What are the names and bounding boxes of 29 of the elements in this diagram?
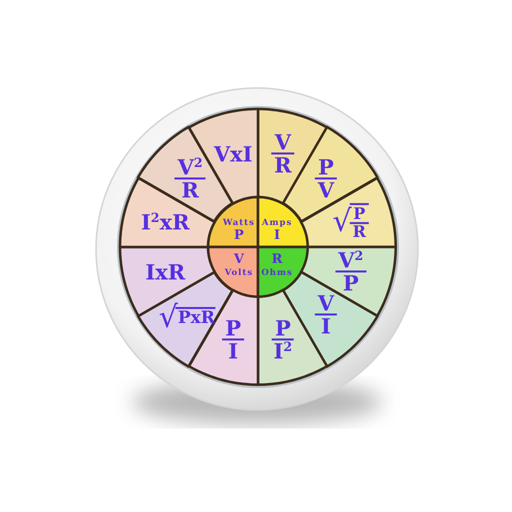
quantity-symbol: P <box>234 228 244 244</box>
unit-name: Amps <box>262 218 292 228</box>
radical-sign: √ <box>332 207 352 238</box>
denominator-text: R <box>180 180 200 202</box>
numerator-text: P <box>222 317 244 340</box>
quantity-symbol: I <box>274 228 280 244</box>
unit-name: Volts <box>224 268 254 278</box>
denominator-text: R <box>273 154 293 177</box>
numerator-text: V$^{2}$ <box>335 249 366 272</box>
numerator-text: V <box>272 132 294 155</box>
formula-text: I$^{2}$xR <box>140 212 190 233</box>
numerator-text: V <box>314 292 338 316</box>
numerator-text: P <box>314 156 337 180</box>
formula-text: IxR <box>145 261 186 282</box>
radical-sign: √ <box>158 302 178 333</box>
formula-text: VxI <box>214 144 252 165</box>
numerator-text: P <box>272 317 294 340</box>
quantity-symbol: V <box>234 252 244 268</box>
denominator-text: V <box>316 180 336 202</box>
denominator-text: I <box>320 315 332 338</box>
unit-name: Watts <box>222 218 255 228</box>
denominator-text: R <box>352 224 367 242</box>
denominator-text: I$^{2}$ <box>272 340 294 362</box>
unit-name: Ohms <box>261 268 293 278</box>
denominator-text: P <box>342 272 360 294</box>
numerator-text: P <box>350 206 368 224</box>
formula-text: PxR <box>176 307 216 328</box>
denominator-text: I <box>227 340 240 362</box>
quantity-symbol: R <box>272 252 282 268</box>
